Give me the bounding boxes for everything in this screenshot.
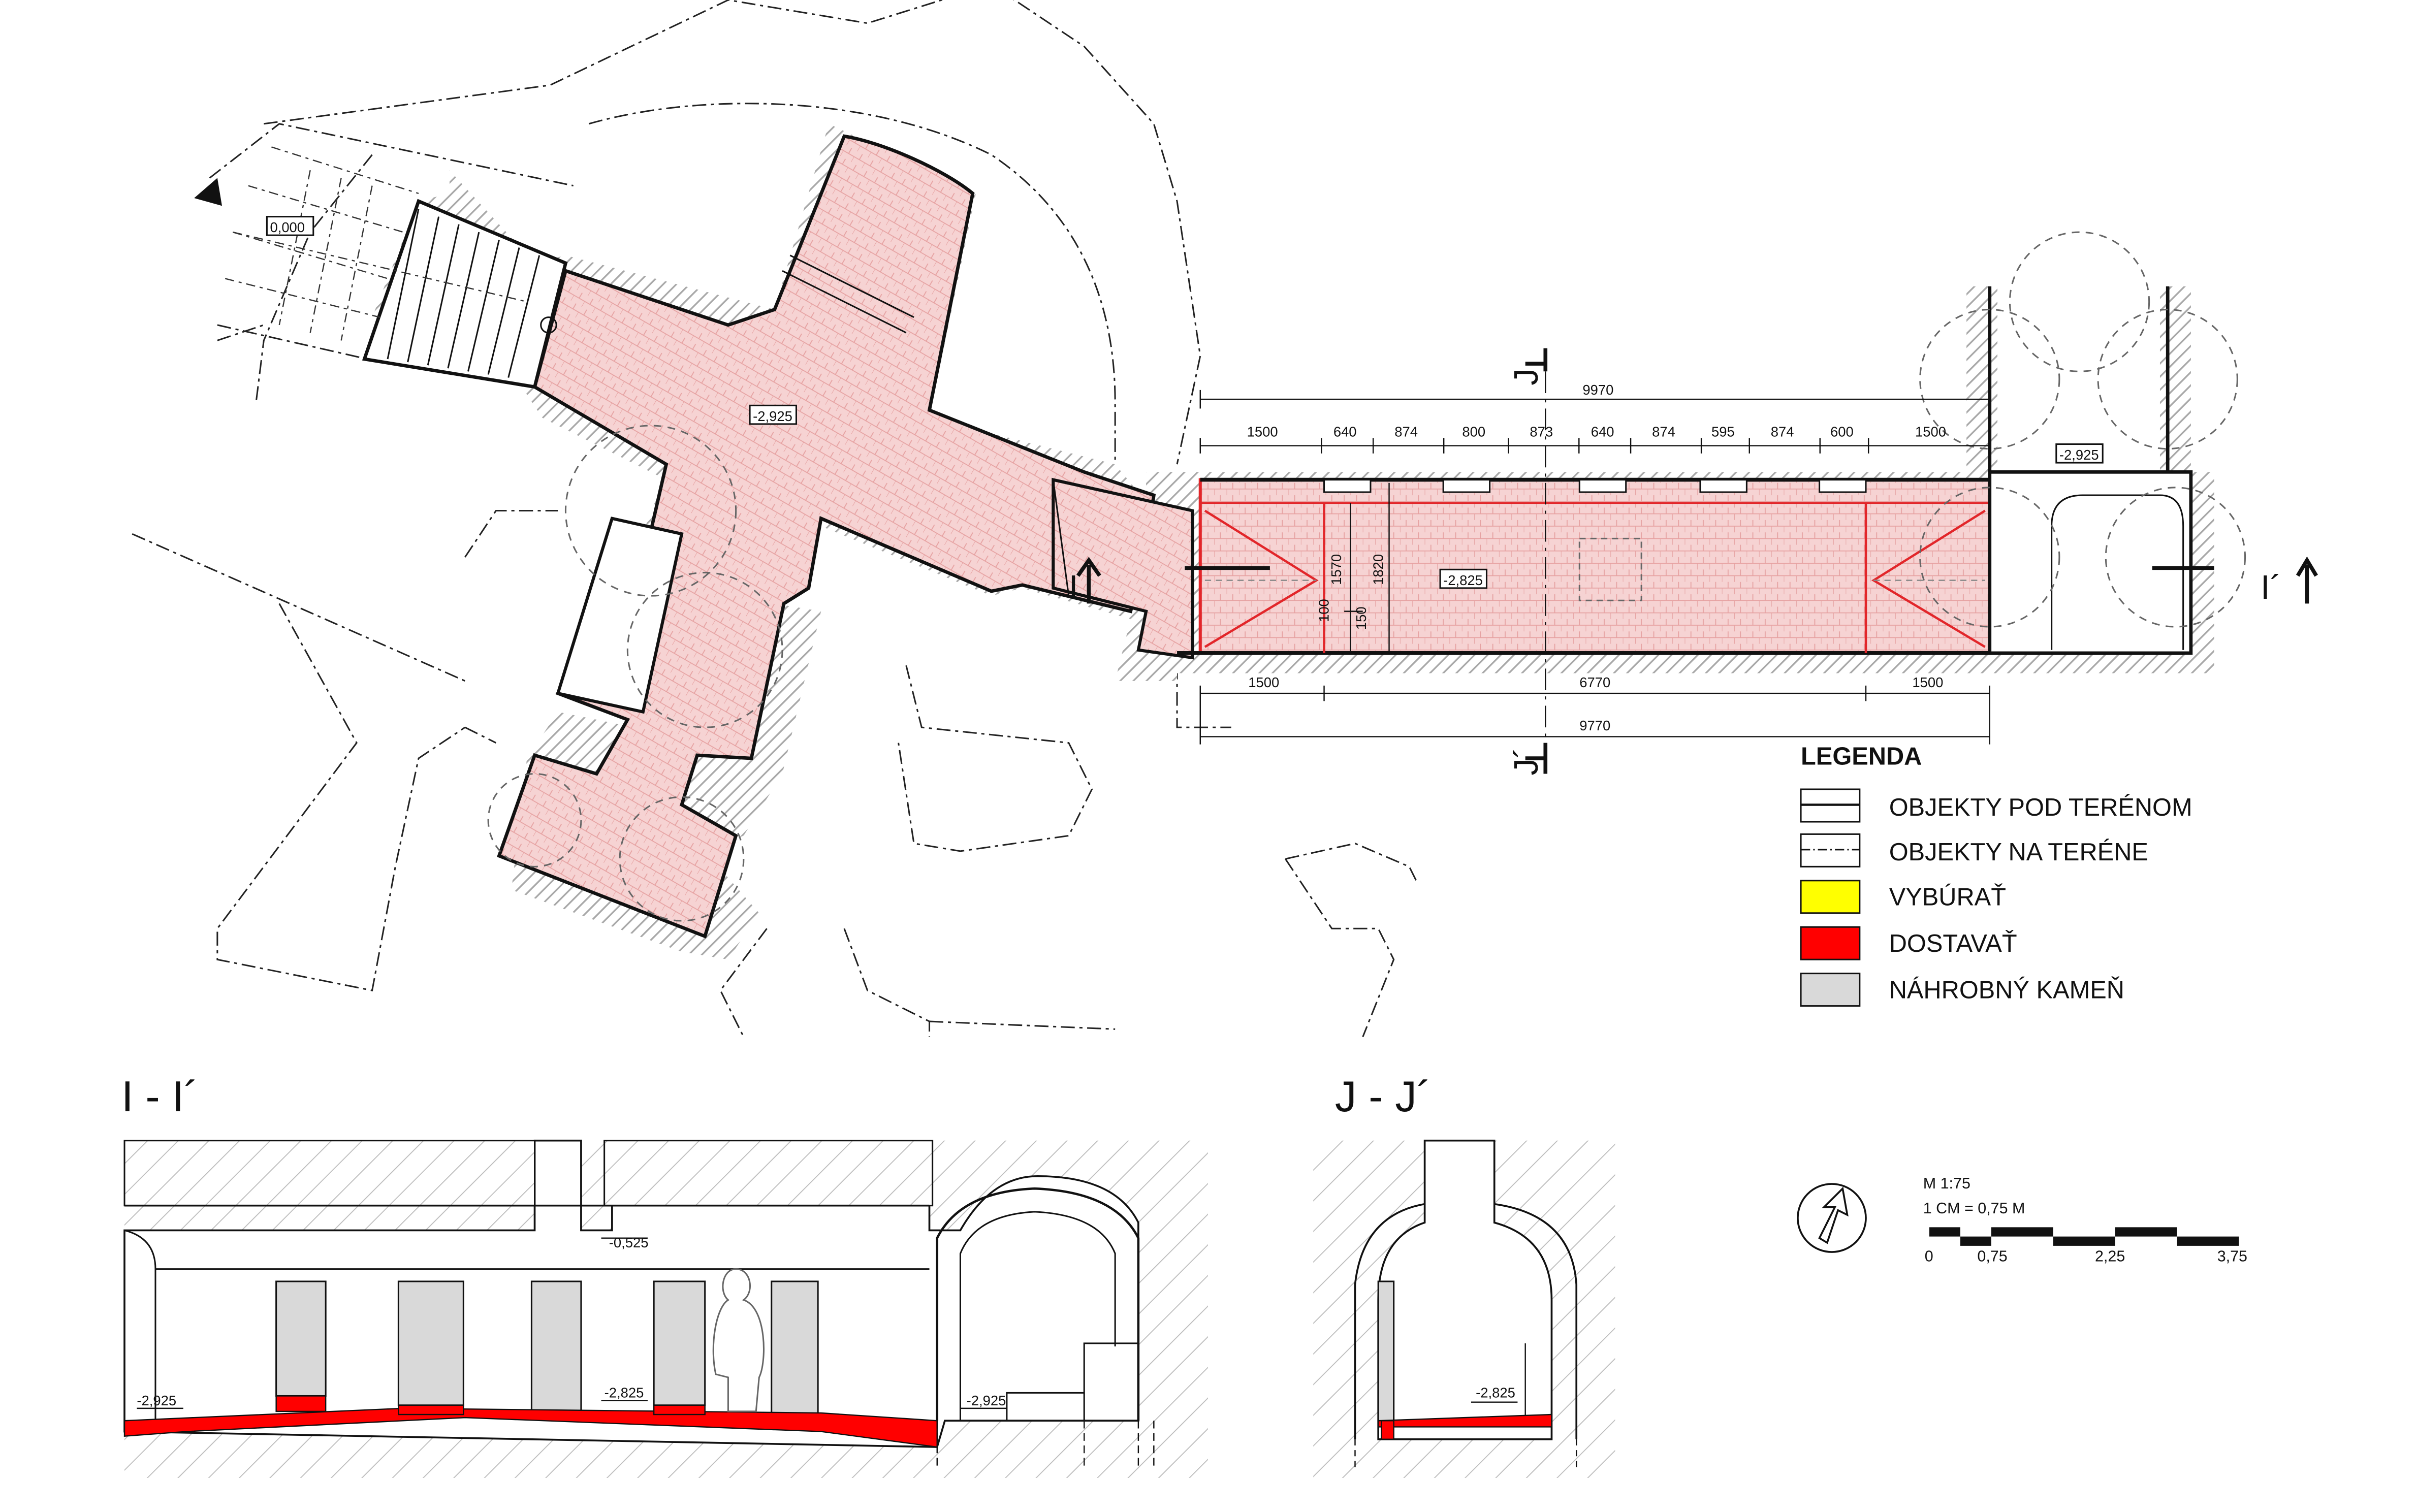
bottom-dimension-lines	[1199, 685, 1990, 745]
section-ii-level-3: -2,825	[605, 1385, 644, 1401]
vertical-dim-150: 150	[1353, 606, 1369, 630]
top-dim-seg-3: 874	[1394, 424, 1418, 439]
top-dim-seg-11: 1500	[1915, 424, 1946, 439]
section-ii: -0,525 -2,925 -2,825 -2,925	[123, 1139, 1208, 1478]
legend-label-gravestone: NÁHROBNÝ KAMEŇ	[1889, 976, 2124, 1004]
section-ii-level-2: -2,925	[137, 1393, 176, 1408]
vertical-dim-1820: 1820	[1370, 554, 1386, 585]
vertical-dim-1570: 1570	[1328, 554, 1344, 585]
north-arrow	[1797, 1183, 1867, 1253]
bottom-dim-seg-1: 1500	[1248, 674, 1279, 690]
bottom-overall-dim: 9770	[1579, 718, 1610, 733]
top-dim-seg-8: 595	[1711, 424, 1735, 439]
legend-swatch-vyburat	[1800, 880, 1861, 914]
legend-label-under: OBJEKTY POD TERÉNOM	[1889, 794, 2192, 821]
top-overall-dim: 9970	[1582, 382, 1613, 398]
scale-tick-1: 0,75	[1977, 1247, 2007, 1265]
scale-ratio: M 1:75	[1923, 1175, 1970, 1192]
entrance-level-label: 0,000	[270, 219, 305, 235]
top-dim-seg-10: 600	[1830, 424, 1854, 439]
scale-tick-2: 2,25	[2095, 1247, 2125, 1265]
section-jj-title: J - J´	[1335, 1073, 1432, 1121]
human-figure	[712, 1268, 765, 1412]
scale-tick-3: 3,75	[2217, 1247, 2247, 1265]
legend-swatch-gravestone	[1800, 973, 1861, 1007]
top-dim-seg-6: 640	[1591, 424, 1614, 439]
terrain-outlines	[132, 0, 1418, 1038]
section-mark-j-bottom: J´	[1507, 747, 1545, 776]
section-ii-level-4: -2,925	[967, 1393, 1006, 1408]
vertical-dims	[1344, 482, 1390, 653]
legend: LEGENDA OBJEKTY POD TERÉNOM OBJEKTY NA T…	[1800, 743, 2192, 1007]
section-mark-i-left: I	[1069, 568, 1078, 606]
scale-unit: 1 CM = 0,75 M	[1923, 1200, 2025, 1217]
top-dim-seg-9: 874	[1771, 424, 1794, 439]
top-dim-seg-2: 640	[1333, 424, 1357, 439]
legend-swatch-above	[1800, 833, 1861, 867]
corridor-level-label: -2,825	[1443, 572, 1483, 588]
crypt-cross	[487, 134, 1156, 939]
passage	[1052, 477, 1194, 660]
section-mark-i-right: I´	[2261, 568, 2281, 606]
scale-bar: M 1:75 1 CM = 0,75 M 0 0,75 2,25 3,75	[1923, 1175, 2247, 1265]
legend-label-above: OBJEKTY NA TERÉNE	[1889, 839, 2148, 866]
section-ii-level-1: -0,525	[609, 1235, 649, 1250]
section-mark-j-top: J	[1507, 368, 1545, 385]
bottom-dim-seg-3: 1500	[1912, 674, 1943, 690]
section-cut-marks	[1076, 348, 2318, 774]
legend-swatch-dostavat	[1800, 926, 1861, 960]
stair-terrain	[209, 123, 574, 365]
top-dim-labels: 1500 640 874 800 873 640 874 595 874 600 1500	[1247, 424, 1946, 439]
right-room-level-label: -2,925	[2059, 447, 2099, 463]
section-jj: -2,825	[1313, 1139, 1615, 1478]
top-dimension-lines	[1199, 390, 1990, 454]
legend-label-vyburat: VYBÚRAŤ	[1889, 884, 2006, 911]
bottom-dim-seg-2: 6770	[1579, 674, 1610, 690]
top-dim-seg-5: 873	[1530, 424, 1553, 439]
top-dim-seg-7: 874	[1652, 424, 1675, 439]
entrance-stairs: 0,000	[194, 146, 568, 389]
top-dim-seg-1: 1500	[1247, 424, 1278, 439]
vertical-dim-100: 100	[1316, 599, 1332, 622]
legend-title: LEGENDA	[1801, 743, 1922, 770]
section-jj-level: -2,825	[1476, 1385, 1515, 1401]
legend-label-dostavat: DOSTAVAŤ	[1889, 930, 2017, 957]
section-ii-title: I - I´	[121, 1073, 199, 1121]
crypt-level-label: -2,925	[753, 408, 792, 424]
north-arrow-triangle	[194, 178, 222, 206]
scale-tick-0: 0	[1925, 1247, 1933, 1265]
top-dim-seg-4: 800	[1462, 424, 1485, 439]
